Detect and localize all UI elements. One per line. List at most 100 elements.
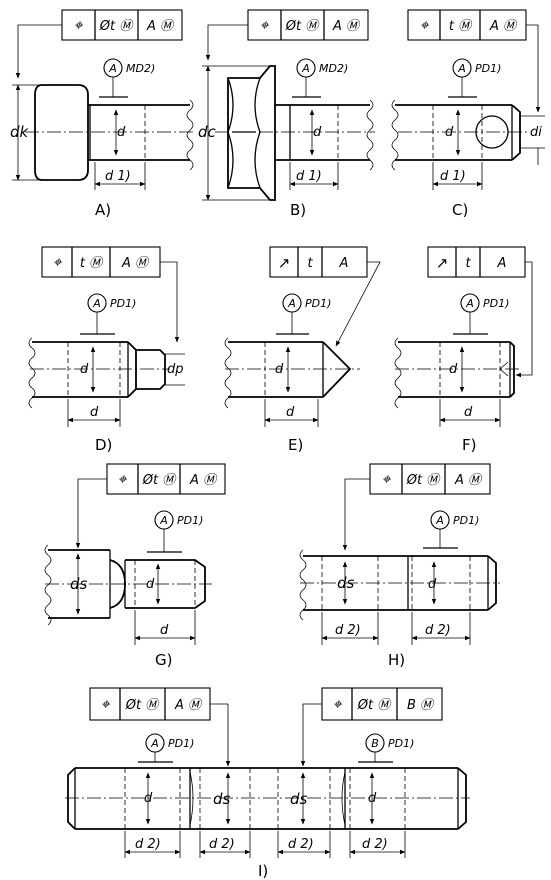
d2-label: d 2) [209, 837, 235, 852]
tolerance-value: t Ⓜ [80, 256, 104, 271]
pd-note: PD1) [475, 62, 501, 75]
d-label: d [445, 125, 454, 140]
d-label: d [313, 125, 322, 140]
caption-e: E) [288, 436, 303, 454]
datum-a-label: A [159, 514, 168, 527]
view-f: ↗ t A A PD1) d d F) [394, 246, 533, 454]
runout-symbol-icon: ↗ [278, 254, 291, 272]
view-b: ⌖ Øt Ⓜ A Ⓜ A MD2) dc d d 1) [198, 9, 375, 219]
d-label: d [275, 362, 284, 377]
position-symbol-icon: ⌖ [333, 695, 343, 713]
di-label: di [530, 125, 542, 140]
view-i: ⌖ Øt Ⓜ A Ⓜ ⌖ Øt Ⓜ B Ⓜ [65, 687, 470, 880]
view-c: ⌖ t Ⓜ A Ⓜ A PD1) d di d 1) C) [391, 9, 545, 219]
d-label: d [117, 125, 126, 140]
ds-label: ds [337, 574, 355, 592]
datum-reference: A Ⓜ [332, 19, 361, 34]
d2-label: d 2) [362, 837, 388, 852]
datum-reference: A Ⓜ [121, 256, 150, 271]
d2-label: d 2) [135, 837, 161, 852]
datum-reference: B Ⓜ [407, 698, 435, 713]
d-label: d [144, 791, 153, 806]
md-note: MD2) [126, 62, 155, 75]
dk-label: dk [10, 123, 30, 141]
caption-f: F) [462, 436, 476, 454]
position-symbol-icon: ⌖ [101, 695, 111, 713]
feature-control-frame-i-right: ⌖ Øt Ⓜ B Ⓜ [321, 687, 443, 721]
dp-label: dp [167, 362, 184, 377]
d-length-label: d [160, 623, 169, 638]
feature-control-frame-a: ⌖ Øt Ⓜ A Ⓜ [61, 9, 183, 41]
pd-note: PD1) [388, 737, 414, 750]
ds-label: ds [213, 790, 231, 808]
ds-label: ds [70, 575, 88, 593]
view-g: ⌖ Øt Ⓜ A Ⓜ A PD1) ds d d G) [44, 463, 226, 669]
feature-control-frame-c: ⌖ t Ⓜ A Ⓜ [407, 9, 527, 41]
view-d: ⌖ t Ⓜ A Ⓜ A PD1) d dp d D) [28, 246, 185, 454]
datum-reference: A Ⓜ [146, 19, 175, 34]
position-symbol-icon: ⌖ [420, 16, 430, 34]
view-a: ⌖ Øt Ⓜ A Ⓜ A MD2) dk d d 1) A [10, 9, 195, 219]
datum-reference: A Ⓜ [454, 473, 483, 488]
tolerance-value: Øt Ⓜ [357, 698, 392, 713]
position-symbol-icon: ⌖ [260, 16, 270, 34]
d-label: d [368, 791, 377, 806]
datum-a-label: A [287, 297, 296, 310]
feature-control-frame-g: ⌖ Øt Ⓜ A Ⓜ [106, 463, 226, 495]
pd-note: PD1) [483, 297, 509, 310]
datum-reference: A [339, 256, 349, 271]
feature-control-frame-d: ⌖ t Ⓜ A Ⓜ [41, 246, 161, 278]
ds-label: ds [290, 790, 308, 808]
caption-g: G) [155, 651, 172, 669]
d-label: d [428, 577, 437, 592]
d2-label: d 2) [335, 623, 361, 638]
feature-control-frame-f: ↗ t A [427, 246, 526, 278]
caption-b: B) [290, 201, 306, 219]
tolerance-value: Øt Ⓜ [142, 473, 177, 488]
d2-label: d 2) [425, 623, 451, 638]
datum-reference: A Ⓜ [174, 698, 203, 713]
view-e: ↗ t A A PD1) d d E) [224, 246, 381, 454]
datum-a-label: A [108, 62, 117, 75]
dc-label: dc [198, 123, 217, 141]
caption-d: D) [95, 436, 112, 454]
caption-a: A) [95, 201, 111, 219]
datum-a-label: A [435, 514, 444, 527]
feature-control-frame-b: ⌖ Øt Ⓜ A Ⓜ [247, 9, 369, 41]
tolerance-value: t Ⓜ [449, 19, 473, 34]
datum-b-label: B [371, 737, 379, 750]
d-length-label: d [90, 405, 99, 420]
view-h: ⌖ Øt Ⓜ A Ⓜ A PD1) ds d d 2) d 2) H) [299, 463, 500, 669]
datum-a-label: A [457, 62, 466, 75]
position-symbol-icon: ⌖ [118, 470, 128, 488]
runout-symbol-icon: ↗ [436, 254, 449, 272]
tolerance-value: Øt Ⓜ [285, 19, 320, 34]
feature-control-frame-h: ⌖ Øt Ⓜ A Ⓜ [369, 463, 491, 495]
pd-note: PD1) [168, 737, 194, 750]
d1-label: d 1) [296, 169, 322, 184]
position-symbol-icon: ⌖ [382, 470, 392, 488]
position-symbol-icon: ⌖ [53, 253, 63, 271]
d-label: d [146, 577, 155, 592]
datum-reference: A Ⓜ [489, 19, 518, 34]
datum-a-label: A [92, 297, 101, 310]
d-label: d [449, 362, 458, 377]
position-symbol-icon: ⌖ [74, 16, 84, 34]
caption-h: H) [388, 651, 405, 669]
pd-note: PD1) [177, 514, 203, 527]
tolerance-value: Øt Ⓜ [406, 473, 441, 488]
pd-note: PD1) [110, 297, 136, 310]
datum-a-label: A [301, 62, 310, 75]
d-label: d [80, 362, 89, 377]
datum-a-label: A [465, 297, 474, 310]
datum-reference: A [497, 256, 507, 271]
feature-control-frame-i-left: ⌖ Øt Ⓜ A Ⓜ [89, 687, 211, 721]
datum-reference: A Ⓜ [189, 473, 218, 488]
d1-label: d 1) [440, 169, 466, 184]
tolerance-value: Øt Ⓜ [99, 19, 134, 34]
pd-note: PD1) [305, 297, 331, 310]
d2-label: d 2) [288, 837, 314, 852]
pd-note: PD1) [453, 514, 479, 527]
d-length-label: d [286, 405, 295, 420]
